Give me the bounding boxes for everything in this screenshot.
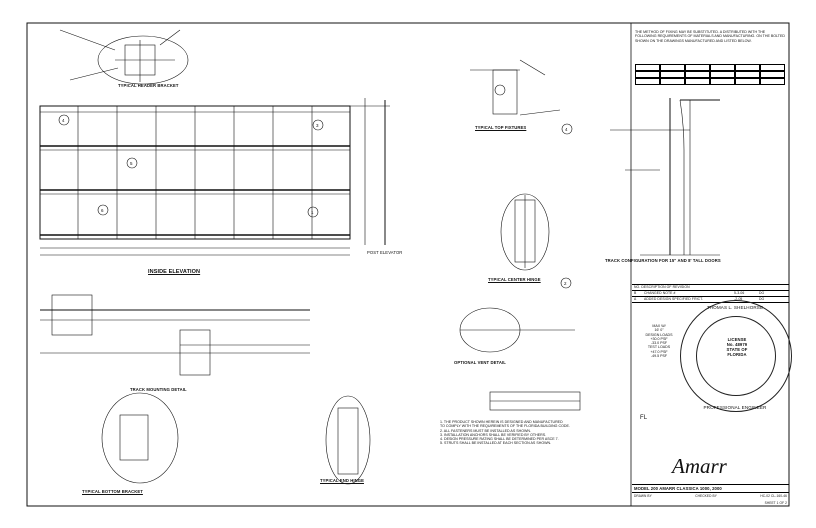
- end-hinge-title: TYPICAL END HINGE: [320, 478, 364, 483]
- title-strip: MODEL 200 AMARR CLASSICA 1000, 2000 DRAW…: [632, 484, 789, 507]
- amarr-logo: Amarr: [672, 454, 727, 478]
- revision-row: A ADDED DESIGN SPECIFIED FRICT. -2-05 DG: [632, 297, 789, 303]
- model-title: MODEL 200 AMARR CLASSICA 1000, 2000: [632, 485, 789, 493]
- header-bracket-title: TYPICAL HEADER BRACKET: [118, 83, 179, 88]
- track-mounting-title: TRACK MOUNTING DETAIL: [130, 387, 187, 392]
- bottom-bracket-title: TYPICAL BOTTOM BRACKET: [82, 489, 143, 494]
- specification-table: [635, 64, 785, 85]
- callout-4: 1: [311, 210, 314, 215]
- load-notes: MAX W/ 16' 0" DESIGN LOADS +30.0 PSF -33…: [645, 324, 673, 359]
- optional-vent-title: OPTIONAL VENT DETAIL: [454, 360, 506, 365]
- post-elevator-label: POST ELEVATOR: [367, 250, 403, 255]
- track-config-title: TRACK CONFIGURATION FOR 15" AND 8' TALL …: [605, 258, 721, 263]
- note-line: 2. ALL FASTENERS MUST BE INSTALLED AS SH…: [440, 428, 532, 433]
- revision-header: NO. DESCRIPTION OF REVISION: [632, 285, 789, 291]
- title-block: THE METHOD OF FIXING MAY BE SUBSTITUTED.…: [632, 24, 789, 506]
- revision-row: B CHANGED NOTE # 5-3-06 DG: [632, 291, 789, 297]
- note-line: 5. STRUTS SHALL BE INSTALLED AT EACH SEC…: [440, 441, 552, 446]
- revision-table: NO. DESCRIPTION OF REVISION B CHANGED NO…: [632, 284, 789, 303]
- engineer-seal: [680, 300, 792, 412]
- callout-3: 3: [316, 123, 319, 128]
- note-line: TO COMPLY WITH THE REQUIREMENTS OF THE F…: [440, 424, 570, 429]
- top-note: THE METHOD OF FIXING MAY BE SUBSTITUTED.…: [635, 30, 785, 43]
- seal-text: LICENSE No. 48979 STATE OF FLORIDA: [726, 337, 748, 357]
- center-hinge-title: TYPICAL CENTER HINGE: [488, 277, 541, 282]
- fl-mark: FL: [640, 415, 648, 421]
- seal-name: THOMAS L. SHELHORSE: [706, 305, 764, 310]
- callout-6: 2: [564, 281, 567, 286]
- sheet-number: SHEET 1 OF 2: [764, 501, 787, 505]
- seal-pe: PROFESSIONAL ENGINEER: [703, 405, 767, 410]
- note-line: 3. INSTALLATION ANCHORS SHALL BE VERIFIE…: [440, 432, 547, 437]
- inside-elevation-title: INSIDE ELEVATION: [148, 269, 201, 275]
- top-fixtures-title: TYPICAL TOP FIXTURES: [475, 125, 527, 130]
- callout-2: 5: [130, 161, 133, 166]
- engineer-seal-inner: [696, 316, 776, 396]
- general-notes: 1. THE PRODUCT SHOWN HEREIN IS DESIGNED …: [440, 420, 600, 446]
- note-line: 1. THE PRODUCT SHOWN HEREIN IS DESIGNED …: [440, 420, 563, 424]
- callout-5: 6: [101, 208, 104, 213]
- callout-7: 4: [565, 127, 568, 132]
- drawing-meta: DRAWN BY CHECKED BY HC-02 CL-160-46: [634, 494, 787, 498]
- callout-1: 4: [62, 118, 65, 123]
- note-line: 4. DESIGN PRESSURE RATING SHALL BE DETER…: [440, 437, 559, 442]
